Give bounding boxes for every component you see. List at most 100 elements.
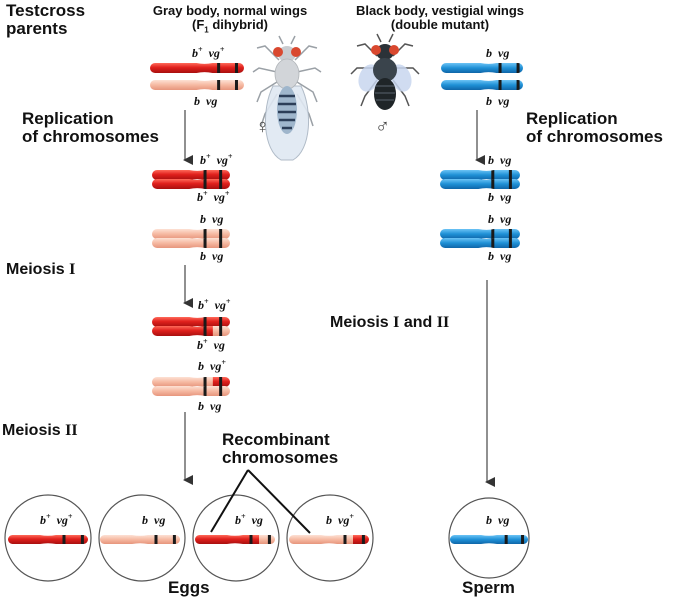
testcross-line-1: Testcross [6,1,86,20]
chromosome-segment [195,535,260,544]
male-phenotype-line-2: (double mutant) [390,16,490,32]
f-text: (F [192,16,205,32]
f-subscript: 1 [204,25,209,35]
genotype-sperm: b vg [486,513,509,528]
genotype-replicated-blue2-top: b vg [488,212,511,227]
chromosome-segment [152,386,230,396]
allele-vg: vg [251,513,263,527]
allele-b: b [200,153,206,167]
female-fly-icon [252,35,322,161]
gene-locus-band [343,535,347,544]
chromosome-segment [152,238,230,248]
chromosome-segment [152,229,230,239]
genotype-replicated-blue1-top: b vg [488,153,511,168]
egg-chromosome-2 [100,535,180,544]
allele-b: b [235,513,241,527]
gene-locus-band [508,238,512,248]
genotype-replicated-dom-bottom: b+ vg+ [197,190,229,205]
plus-superscript: + [241,512,246,521]
allele-b: b [198,399,204,413]
plus-superscript: + [67,512,73,521]
allele-b: b [326,513,332,527]
chromosome-segment [450,535,528,544]
egg-chromosome-1 [8,535,89,544]
allele-vg: vg [154,513,166,527]
allele-vg: vg [498,513,510,527]
genotype-replicated-blue2-bottom: b vg [488,249,511,264]
recombinant-pointers [210,469,311,534]
gene-locus-band [219,238,223,248]
replicated-recessive-top [152,229,230,239]
gene-locus-band [203,317,207,327]
allele-vg: vg [56,513,68,527]
gene-locus-band [203,229,207,239]
allele-b: b [142,513,148,527]
roman-numeral-2: II [65,422,78,439]
gene-locus-band [516,63,520,73]
male-phenotype-label: Black body, vestigial wings (double muta… [340,4,540,31]
gene-locus-band [80,535,84,544]
gene-locus-band [172,535,176,544]
chromosome-segment [440,179,520,189]
genotype-egg-1: b+ vg+ [40,513,72,528]
gene-locus-band [234,80,238,90]
sperm-label: Sperm [462,578,515,597]
gene-locus-band [154,535,158,544]
genotype-crossover-dom-top: b+ vg+ [198,298,230,313]
gene-locus-band [219,179,223,189]
allele-vg: vg [338,513,350,527]
gene-locus-band [498,63,502,73]
allele-vg: vg [213,338,225,352]
allele-vg: vg [208,46,220,60]
gene-locus-band [521,535,525,544]
replicated-recessive-bottom [152,238,230,248]
replicated-blue-1-top [440,170,520,180]
egg-chromosome-4 [289,535,369,544]
allele-vg: vg [212,212,224,226]
replication-label-right: Replication of chromosomes [526,110,663,146]
chromosome-segment [440,170,520,180]
gene-locus-band [203,179,207,189]
replication-label-left: Replication of chromosomes [22,110,159,146]
allele-b: b [198,359,204,373]
male-phenotype-line-1: Black body, vestigial wings [355,3,525,18]
dihybrid-text: dihybrid) [208,16,268,32]
chromosome-segment [440,238,520,248]
genotype-crossover-rec-top: b vg+ [198,359,226,374]
and-text: and [399,314,437,331]
crossover-recessive-top [152,377,230,387]
plus-superscript: + [221,358,226,367]
replicated-blue-2-top [440,229,520,239]
allele-b: b [194,94,200,108]
gene-locus-band [491,179,495,189]
male-chromosome-2 [441,80,523,90]
chromosome-segment [150,80,244,90]
chromosome-segment [152,170,230,180]
chromosome-segment [441,63,523,73]
chromosome-segment [152,179,230,189]
replication-right-line-1: Replication [526,109,618,128]
gene-locus-band [361,535,365,544]
chromosome-segment [100,535,180,544]
female-phenotype-label: Gray body, normal wings (F1 dihybrid) [130,4,330,35]
plus-superscript: + [224,189,230,198]
gene-locus-band [491,229,495,239]
gene-locus-band [498,80,502,90]
allele-vg: vg [212,249,224,263]
male-fly-icon [350,33,420,110]
replicated-dominant-bottom [152,179,230,189]
allele-b: b [192,46,198,60]
gene-locus-band [508,170,512,180]
allele-vg: vg [500,249,512,263]
allele-vg: vg [216,153,228,167]
allele-b: b [198,298,204,312]
replicated-blue-1-bottom [440,179,520,189]
gene-locus-band [62,535,66,544]
gene-locus-band [504,535,508,544]
chromosome-segment [8,535,89,544]
genotype-replicated-dom-top: b+ vg+ [200,153,232,168]
female-chromosome-dominant [150,63,244,73]
chromosomes [8,63,528,544]
gene-locus-band [203,377,207,387]
